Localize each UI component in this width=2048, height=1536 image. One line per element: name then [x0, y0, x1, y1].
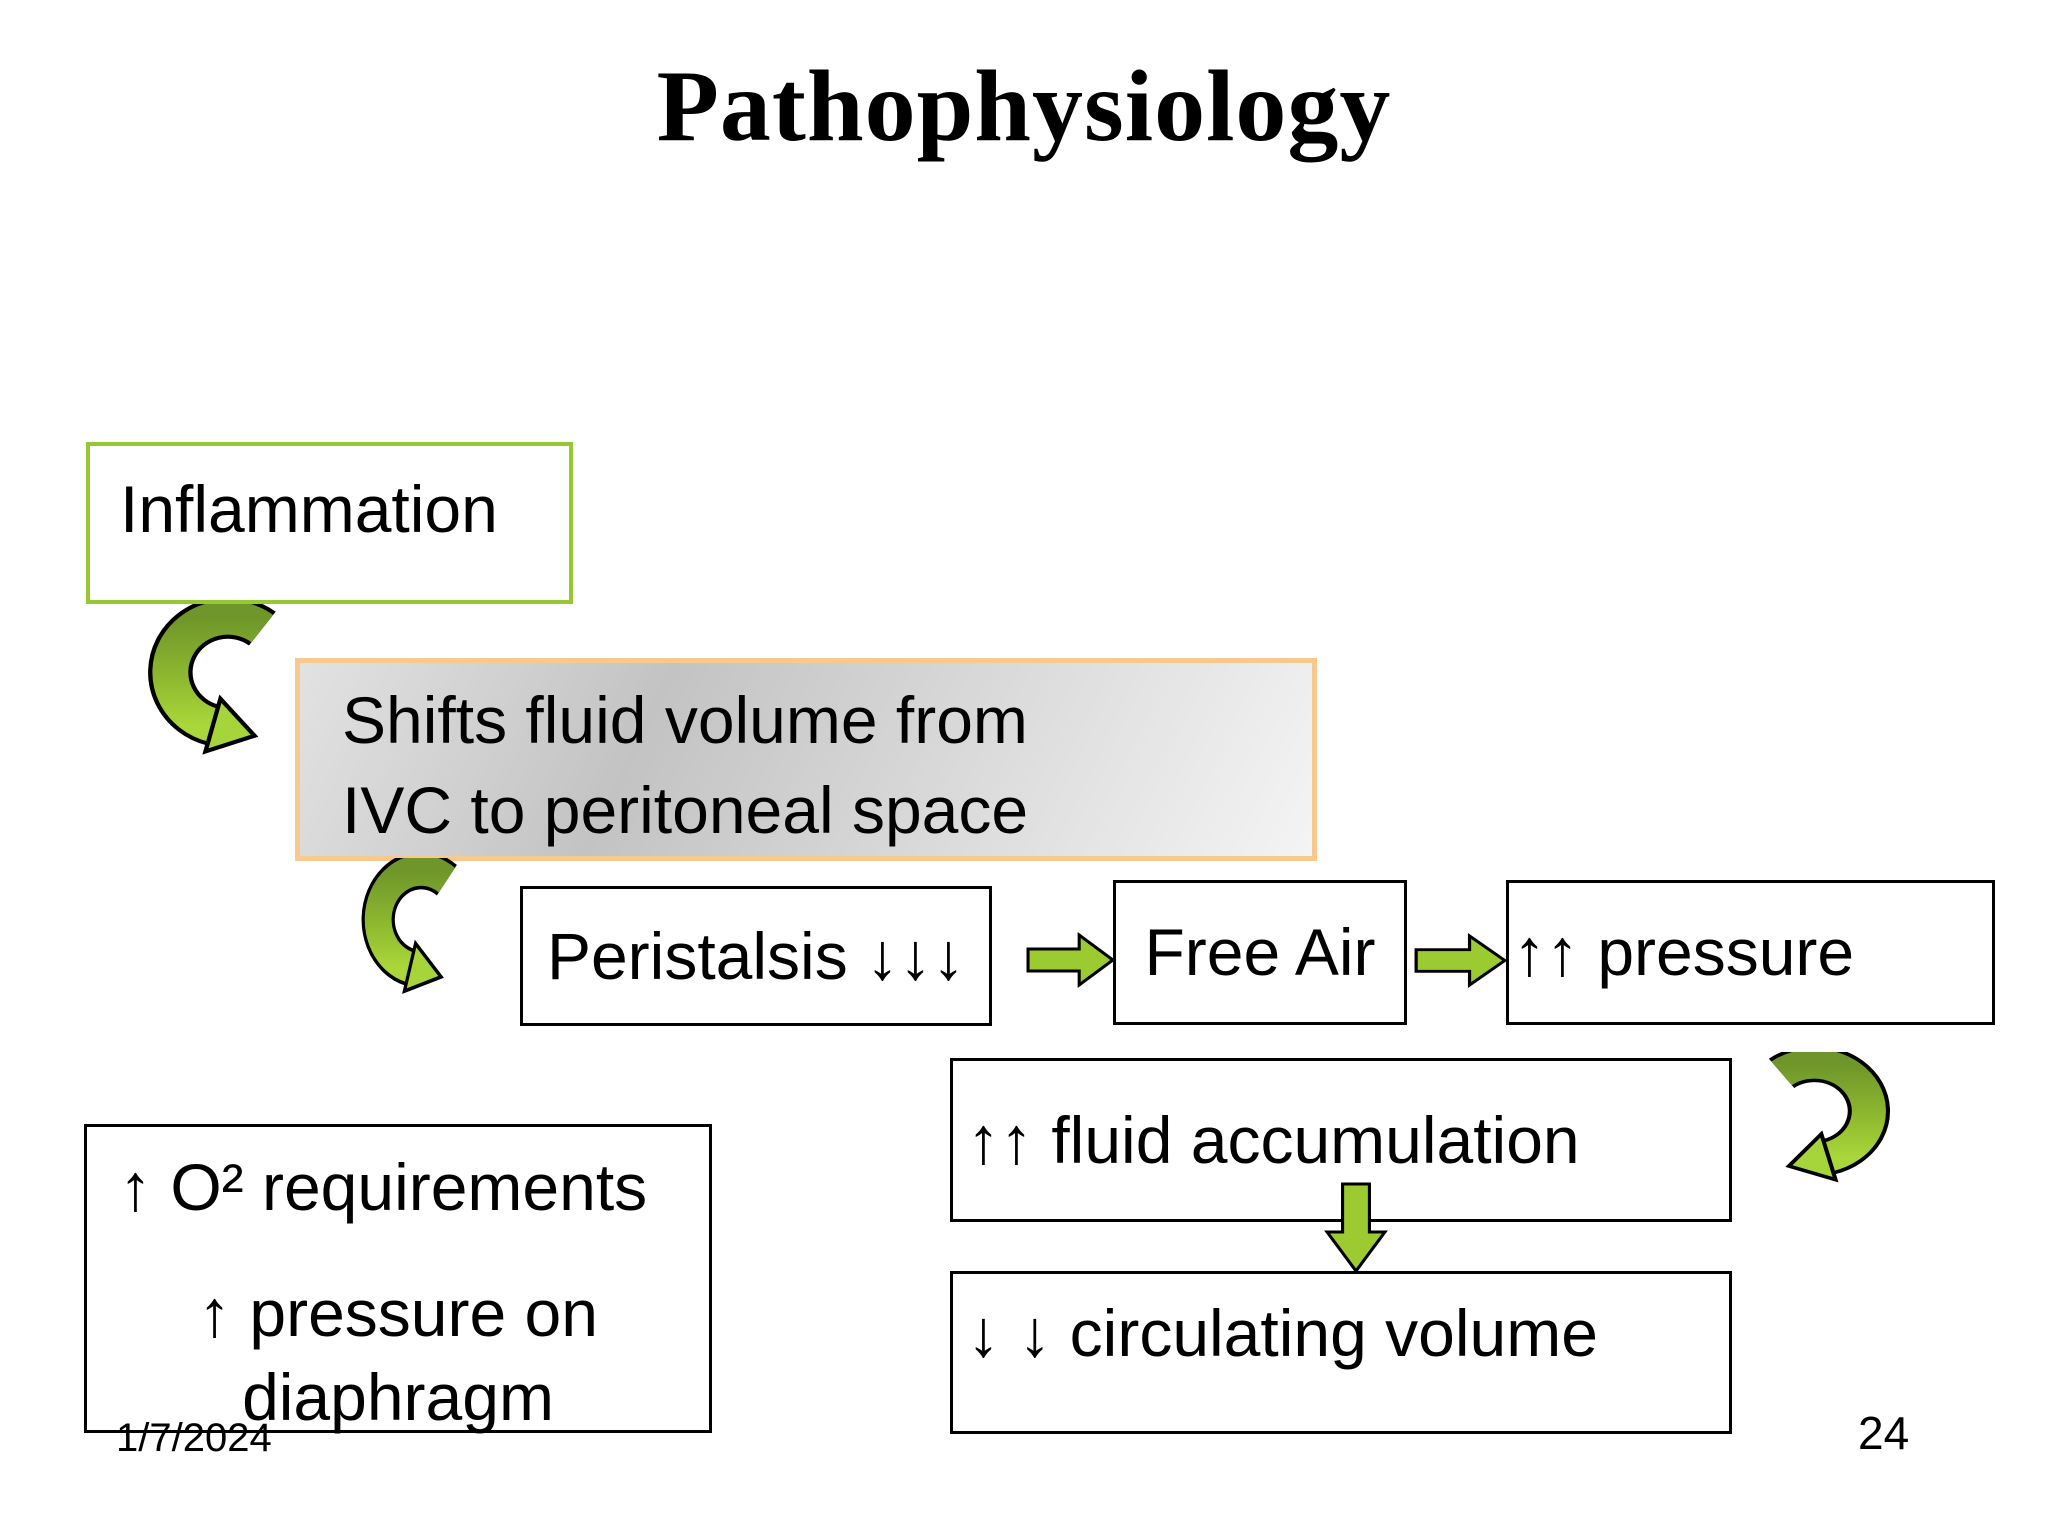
curved-down-arrow-icon	[360, 858, 478, 1006]
inflammation-box: Inflammation	[86, 442, 573, 604]
pressure-on-line: ↑ pressure on	[198, 1276, 598, 1350]
free-air-label: Free Air	[1144, 915, 1376, 990]
peristalsis-label: Peristalsis ↓↓↓	[546, 918, 966, 993]
slide-date: 1/7/2024	[116, 1416, 272, 1460]
fluid-accumulation-label: ↑↑ fluid accumulation	[967, 1102, 1580, 1177]
pressure-label: ↑↑ pressure	[1513, 915, 1855, 990]
page-number: 24	[1858, 1407, 1910, 1459]
circulating-volume-label: ↓ ↓ circulating volume	[967, 1296, 1598, 1370]
shifts-line-1: Shifts fluid volume from	[342, 683, 1028, 757]
effects-box: ↑ O² requirements ↑ pressure on diaphrag…	[84, 1124, 712, 1434]
peristalsis-box: Peristalsis ↓↓↓	[520, 886, 992, 1026]
diaphragm-line: diaphragm	[242, 1360, 554, 1434]
pressure-on-diaphragm-block: ↑ pressure on diaphragm	[87, 1271, 709, 1439]
shifts-line-2: IVC to peritoneal space	[342, 773, 1029, 847]
curved-down-arrow-icon	[146, 604, 304, 768]
curved-down-arrow-mirrored-icon	[1742, 1052, 1892, 1194]
o2-requirements-line: ↑ O² requirements	[119, 1150, 648, 1224]
circulating-volume-box: ↓ ↓ circulating volume	[950, 1271, 1732, 1434]
page-title: Pathophysiology	[656, 50, 1392, 163]
inflammation-label: Inflammation	[120, 472, 498, 546]
shifts-fluid-box: Shifts fluid volume from IVC to peritone…	[295, 658, 1317, 861]
pressure-box: ↑↑ pressure	[1506, 880, 1995, 1025]
right-arrow-icon	[1414, 932, 1508, 989]
down-arrow-icon	[1324, 1182, 1388, 1274]
free-air-box: Free Air	[1113, 880, 1407, 1025]
right-arrow-icon	[1026, 931, 1116, 989]
fluid-accumulation-box: ↑↑ fluid accumulation	[950, 1058, 1732, 1222]
